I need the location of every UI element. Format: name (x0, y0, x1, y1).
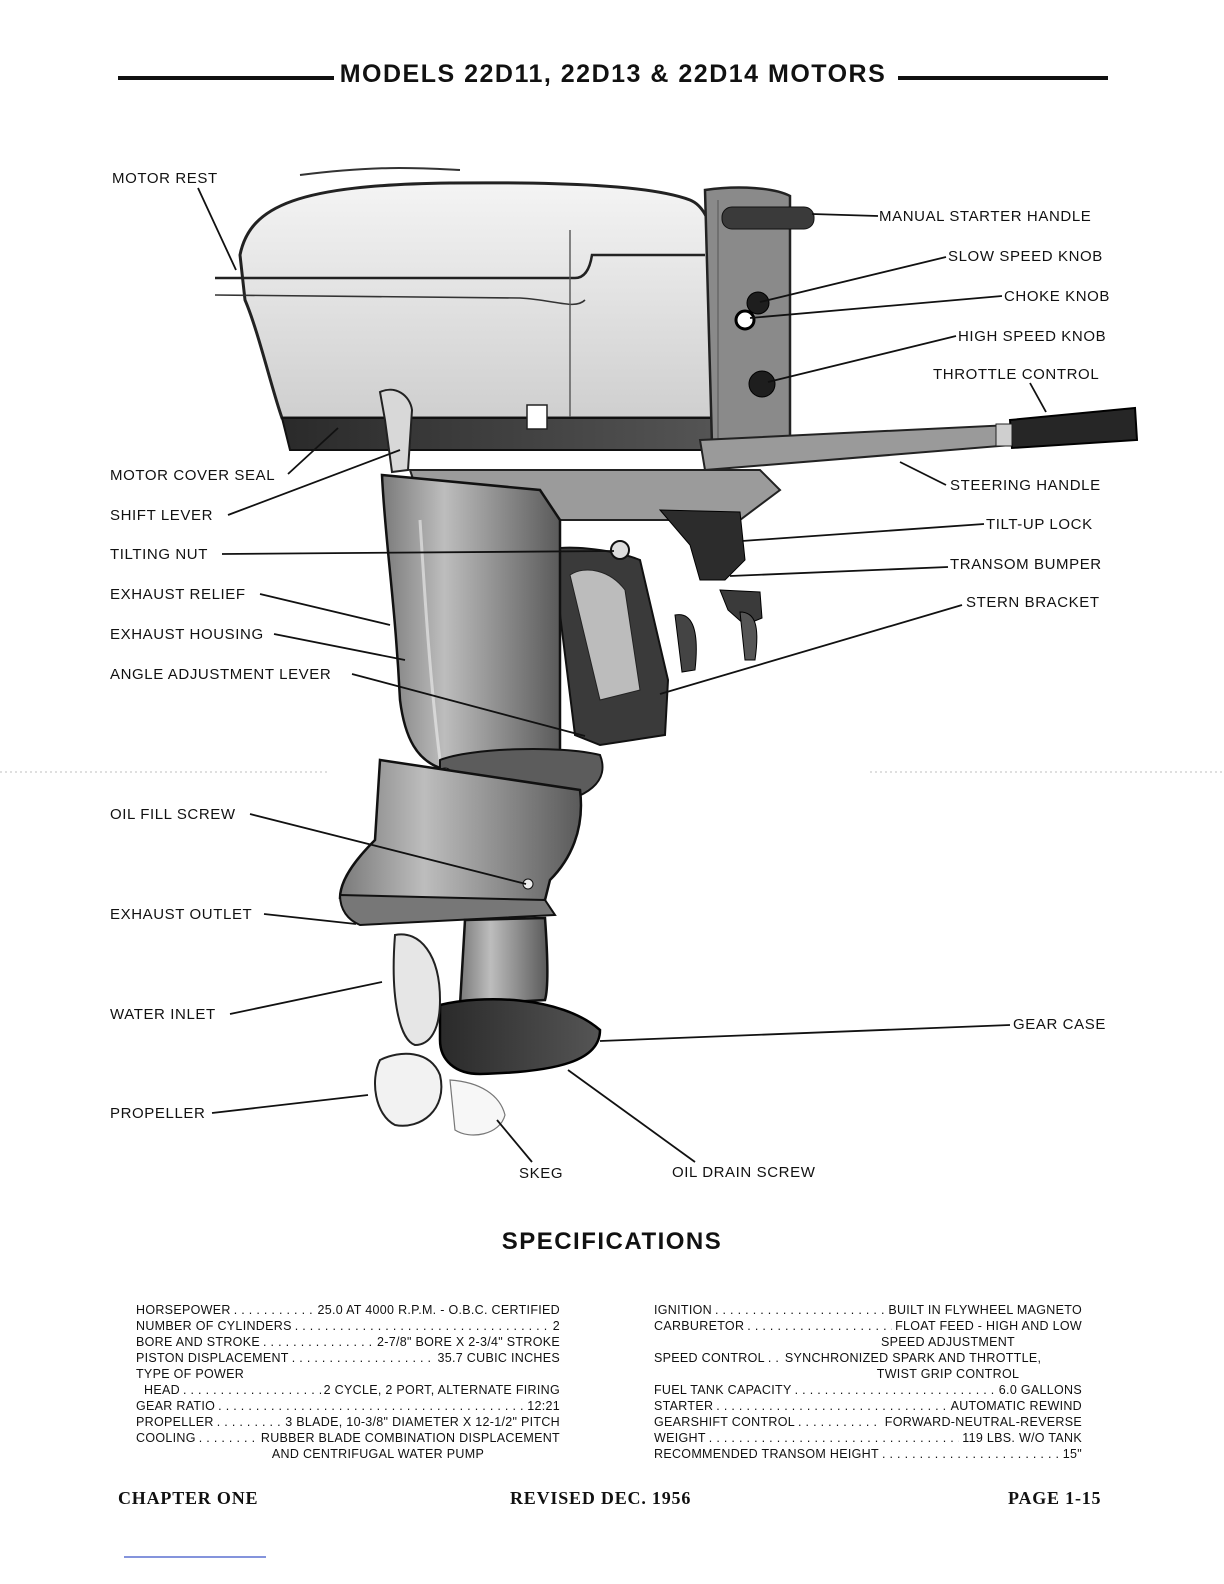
spec-row-starter: STARTERAUTOMATIC REWIND (654, 1398, 1082, 1414)
leader-lines (197, 187, 1047, 1163)
spec-row-speed-control-cont: TWIST GRIP CONTROL (876, 1367, 1020, 1381)
spec-row-carburetor: CARBURETORFLOAT FEED - HIGH AND LOW (654, 1318, 1082, 1334)
specifications-right-column: IGNITIONBUILT IN FLYWHEEL MAGNETO CARBUR… (654, 1302, 1082, 1462)
label-exhaust-outlet: EXHAUST OUTLET (110, 906, 253, 923)
spec-row-cooling-cont: AND CENTRIFUGAL WATER PUMP (271, 1447, 485, 1461)
spec-row-ignition: IGNITIONBUILT IN FLYWHEEL MAGNETO (654, 1302, 1082, 1318)
specifications-left-column: HORSEPOWER25.0 AT 4000 R.P.M. - O.B.C. C… (136, 1302, 560, 1462)
spec-row-displacement: PISTON DISPLACEMENT35.7 CUBIC INCHES (136, 1350, 560, 1366)
spec-row-type-of-power: TYPE OF POWER (136, 1367, 245, 1381)
label-gear-case: GEAR CASE (1013, 1016, 1106, 1033)
steering-handle-shape (698, 406, 1139, 472)
label-water-inlet: WATER INLET (110, 1006, 216, 1023)
spec-row-cylinders: NUMBER OF CYLINDERS2 (136, 1318, 560, 1334)
spec-row-head: HEAD2 CYCLE, 2 PORT, ALTERNATE FIRING (136, 1382, 560, 1398)
spec-row-weight: WEIGHT119 LBS. W/O TANK (654, 1430, 1082, 1446)
page-header: MODELS 22D11, 22D13 & 22D14 MOTORS (118, 60, 1108, 94)
label-throttle-control: THROTTLE CONTROL (933, 366, 1100, 383)
propeller-shape (374, 933, 506, 1136)
label-oil-drain-screw: OIL DRAIN SCREW (672, 1164, 816, 1181)
label-high-speed-knob: HIGH SPEED KNOB (958, 328, 1107, 345)
shift-lever-shape (378, 388, 414, 474)
label-angle-adjustment-lever: ANGLE ADJUSTMENT LEVER (110, 666, 332, 683)
label-motor-rest: MOTOR REST (112, 170, 218, 187)
label-motor-cover-seal: MOTOR COVER SEAL (110, 467, 276, 484)
label-skeg: SKEG (519, 1165, 564, 1182)
footer-revised-date: REVISED DEC. 1956 (510, 1488, 692, 1508)
label-choke-knob: CHOKE KNOB (1004, 288, 1111, 305)
spec-row-speed-control: SPEED CONTROLSYNCHRONIZED SPARK AND THRO… (654, 1350, 1082, 1366)
label-steering-handle: STEERING HANDLE (950, 477, 1101, 494)
spec-row-carburetor-cont: SPEED ADJUSTMENT (881, 1335, 1015, 1349)
label-tilt-up-lock: TILT-UP LOCK (986, 516, 1093, 533)
motor-cover (214, 166, 724, 451)
page-title: MODELS 22D11, 22D13 & 22D14 MOTORS (333, 60, 893, 88)
label-oil-fill-screw: OIL FILL SCREW (110, 806, 236, 823)
footer-page-number: PAGE 1-15 (1008, 1488, 1102, 1508)
label-slow-speed-knob: SLOW SPEED KNOB (948, 248, 1103, 265)
label-manual-starter-handle: MANUAL STARTER HANDLE (879, 208, 1092, 225)
stern-bracket-shape (408, 469, 782, 747)
specifications-title: SPECIFICATIONS (501, 1228, 723, 1255)
label-exhaust-relief: EXHAUST RELIEF (110, 586, 246, 603)
spec-row-transom-height: RECOMMENDED TRANSOM HEIGHT15" (654, 1446, 1082, 1462)
label-stern-bracket: STERN BRACKET (966, 594, 1100, 611)
label-propeller: PROPELLER (110, 1105, 206, 1122)
spec-row-fuel-tank: FUEL TANK CAPACITY6.0 GALLONS (654, 1382, 1082, 1398)
spec-row-horsepower: HORSEPOWER25.0 AT 4000 R.P.M. - O.B.C. C… (136, 1302, 560, 1318)
footer-chapter: CHAPTER ONE (118, 1488, 259, 1508)
spec-row-propeller: PROPELLER3 BLADE, 10-3/8" DIAMETER X 12-… (136, 1414, 560, 1430)
label-exhaust-housing: EXHAUST HOUSING (110, 626, 264, 643)
label-tilting-nut: TILTING NUT (110, 546, 208, 563)
label-transom-bumper: TRANSOM BUMPER (950, 556, 1102, 573)
header-rule-left (118, 76, 336, 80)
header-rule-right (898, 76, 1108, 80)
spec-row-bore-stroke: BORE AND STROKE2-7/8" BORE X 2-3/4" STRO… (136, 1334, 560, 1350)
lower-unit-shape (338, 758, 602, 1076)
control-panel (703, 186, 815, 447)
label-shift-lever: SHIFT LEVER (110, 507, 214, 524)
spec-row-gearshift: GEARSHIFT CONTROLFORWARD-NEUTRAL-REVERSE (654, 1414, 1082, 1430)
spec-row-cooling: COOLINGRUBBER BLADE COMBINATION DISPLACE… (136, 1430, 560, 1446)
spec-row-gear-ratio: GEAR RATIO12:21 (136, 1398, 560, 1414)
